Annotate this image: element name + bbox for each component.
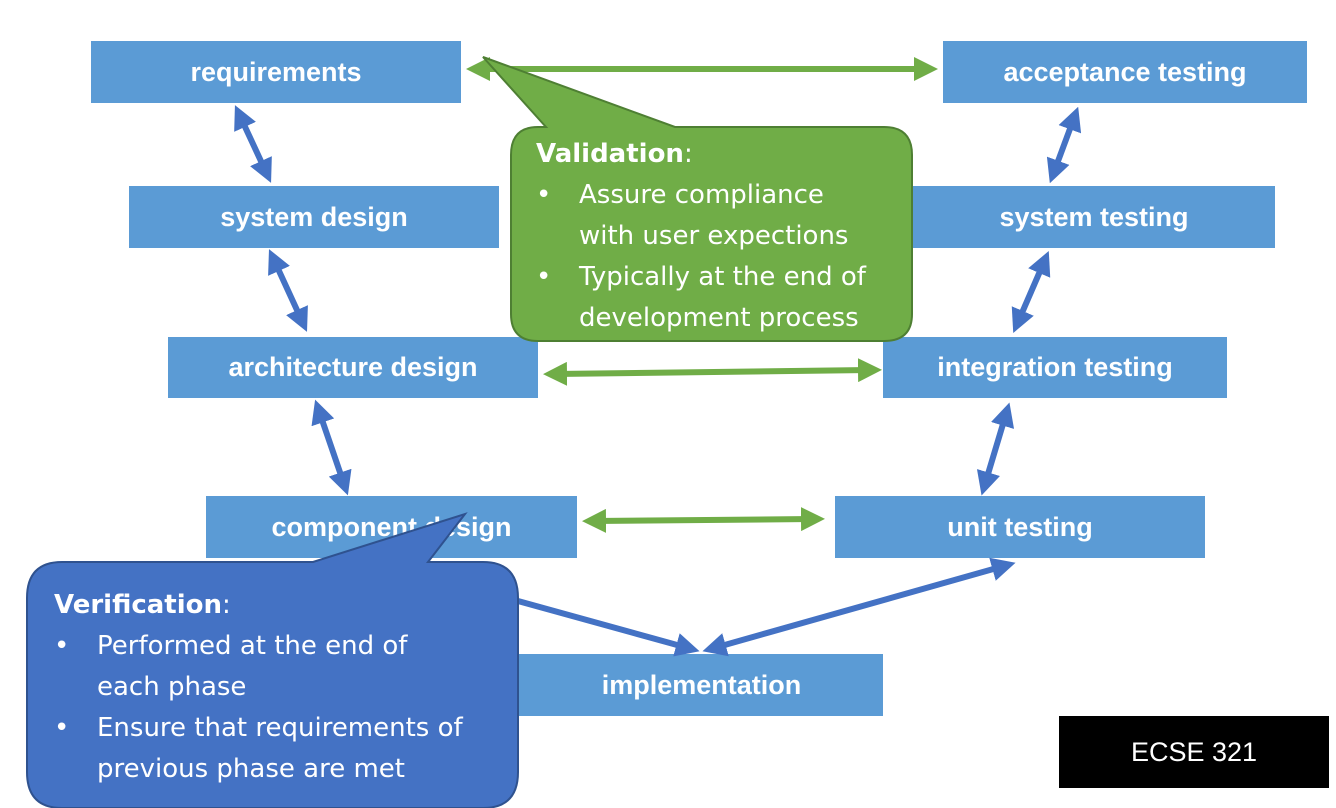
course-tag: ECSE 321	[1059, 716, 1329, 788]
architecture-design-box: architecture design	[168, 337, 538, 398]
arrow-implementation-unit-testing	[702, 557, 1016, 657]
architecture-design-label: architecture design	[228, 352, 478, 382]
arrow-unit-integration	[976, 402, 1015, 496]
integration-testing-box: integration testing	[883, 337, 1227, 398]
integration-testing-label: integration testing	[937, 352, 1173, 382]
validation-heading: Validation:	[536, 139, 693, 169]
arrow-system-design-architecture	[268, 249, 308, 332]
requirements-box: requirements	[91, 41, 461, 103]
arrow-component-unit	[582, 507, 825, 533]
arrow-architecture-integration	[543, 358, 882, 386]
system-design-box: system design	[129, 186, 499, 248]
system-testing-label: system testing	[999, 201, 1189, 232]
system-design-label: system design	[220, 201, 408, 232]
arrow-component-implementation	[499, 593, 700, 657]
validation-callout	[482, 56, 913, 342]
requirements-label: requirements	[190, 56, 362, 87]
course-tag-label: ECSE 321	[1130, 736, 1258, 767]
unit-testing-label: unit testing	[947, 511, 1093, 542]
verification-heading: Verification:	[54, 590, 231, 620]
system-testing-box: system testing	[905, 186, 1275, 248]
implementation-label: implementation	[601, 669, 802, 700]
unit-testing-box: unit testing	[835, 496, 1205, 558]
arrow-integration-system-testing	[1011, 250, 1051, 334]
acceptance-testing-box: acceptance testing	[943, 41, 1307, 103]
arrow-system-acceptance	[1046, 106, 1082, 184]
arrow-architecture-component	[311, 399, 352, 496]
acceptance-testing-label: acceptance testing	[1003, 56, 1247, 87]
implementation-box: implementation	[516, 654, 883, 716]
arrow-requirements-system-design	[234, 105, 272, 183]
